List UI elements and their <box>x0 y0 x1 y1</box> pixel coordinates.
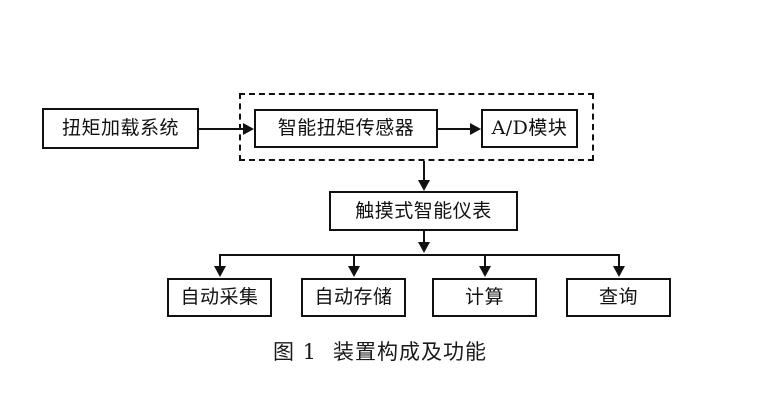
node-label: 智能扭矩传感器 <box>277 117 415 139</box>
node-label: 计算 <box>464 286 504 308</box>
edge-instrument-stem <box>423 231 425 244</box>
node-label: A/D模块 <box>491 117 568 139</box>
node-calculation[interactable]: 计算 <box>432 278 537 317</box>
node-query[interactable]: 查询 <box>566 278 671 317</box>
edge-fanout-bus <box>219 254 619 256</box>
node-auto-storage[interactable]: 自动存储 <box>301 278 406 317</box>
node-torque-loading-system[interactable]: 扭矩加载系统 <box>42 108 199 149</box>
sensor-module-group-box <box>239 93 594 161</box>
edge-branch-auto-acquisition-arrowhead <box>214 266 226 277</box>
edge-branch-auto-acquisition-line <box>219 254 221 268</box>
figure-caption-number: 图 1 <box>272 340 318 364</box>
edge-branch-auto-storage-line <box>353 254 355 268</box>
edge-branch-calculation-arrowhead <box>479 266 491 277</box>
edge-branch-calculation-line <box>484 254 486 268</box>
edge-sensor-to-ad-arrowhead <box>470 123 481 135</box>
edge-instrument-stem-arrowhead <box>418 242 430 253</box>
node-label: 自动采集 <box>180 286 259 308</box>
node-ad-module[interactable]: A/D模块 <box>481 109 578 148</box>
edge-loading-to-sensor-line <box>199 128 243 130</box>
node-touch-smart-instrument[interactable]: 触摸式智能仪表 <box>329 191 518 231</box>
node-label: 触摸式智能仪表 <box>355 199 492 222</box>
edge-group-to-instrument-arrowhead <box>418 180 430 191</box>
node-label: 自动存储 <box>314 286 393 308</box>
edge-sensor-to-ad-line <box>438 128 470 130</box>
edge-branch-query-arrowhead <box>613 266 625 277</box>
edge-branch-query-line <box>618 254 620 268</box>
node-label: 查询 <box>598 286 638 308</box>
node-smart-torque-sensor[interactable]: 智能扭矩传感器 <box>254 109 438 148</box>
figure-caption-title: 装置构成及功能 <box>333 340 488 364</box>
node-auto-acquisition[interactable]: 自动采集 <box>167 278 272 317</box>
edge-branch-auto-storage-arrowhead <box>348 266 360 277</box>
edge-loading-to-sensor-arrowhead <box>243 123 254 135</box>
figure-caption: 图 1 装置构成及功能 <box>0 336 760 366</box>
node-label: 扭矩加载系统 <box>61 117 179 139</box>
edge-group-to-instrument-line <box>423 161 425 182</box>
